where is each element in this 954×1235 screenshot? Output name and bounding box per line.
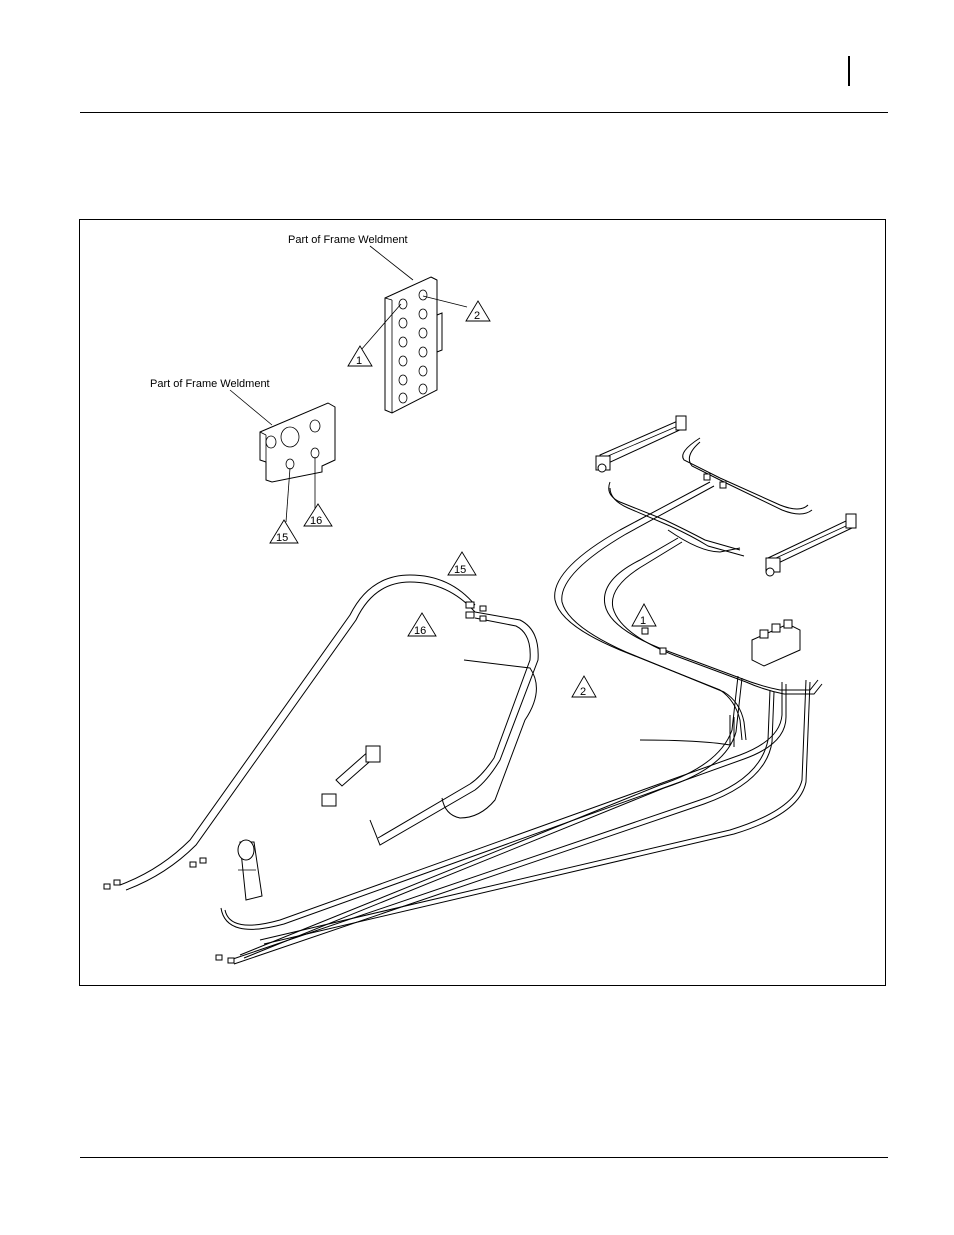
rigid-tube-loop: [609, 438, 812, 556]
header-rule: [80, 112, 888, 113]
figure-frame: Part of Frame Weldment Part of Frame Wel…: [79, 219, 886, 986]
frame-weldment-label-lower: Part of Frame Weldment: [150, 378, 270, 390]
callout-1-plate: 1: [348, 346, 372, 367]
hose-loop-15-16: [120, 575, 538, 890]
hydraulic-hose-diagram: Part of Frame Weldment Part of Frame Wel…: [80, 220, 885, 985]
callout-16-hose: 16: [408, 613, 436, 637]
callout-2-hose: 2: [572, 676, 596, 698]
upper-frame-plate: [385, 277, 442, 413]
control-valve-block: [752, 620, 800, 666]
lower-lift-cylinder: [238, 840, 262, 900]
svg-text:16: 16: [310, 515, 322, 527]
callout-16-plate: 16: [304, 504, 332, 527]
svg-text:15: 15: [276, 532, 288, 544]
lower-frame-plate: [260, 403, 335, 482]
frame-weldment-label-upper: Part of Frame Weldment: [288, 234, 408, 246]
svg-text:1: 1: [356, 355, 362, 367]
callout-15-hose: 15: [448, 552, 476, 576]
callout-1-hose: 1: [632, 604, 656, 627]
svg-text:15: 15: [454, 564, 466, 576]
page-number-marker: [848, 56, 850, 86]
right-lift-cylinders: [596, 416, 856, 576]
svg-text:2: 2: [474, 310, 480, 322]
center-lift-cylinder: [322, 746, 380, 806]
footer-rule: [80, 1157, 888, 1158]
svg-text:2: 2: [580, 686, 586, 698]
svg-text:1: 1: [640, 615, 646, 627]
svg-text:16: 16: [414, 625, 426, 637]
callout-15-plate: 15: [270, 520, 298, 544]
hose-fittings: [104, 474, 726, 963]
callout-2-plate: 2: [466, 301, 490, 322]
